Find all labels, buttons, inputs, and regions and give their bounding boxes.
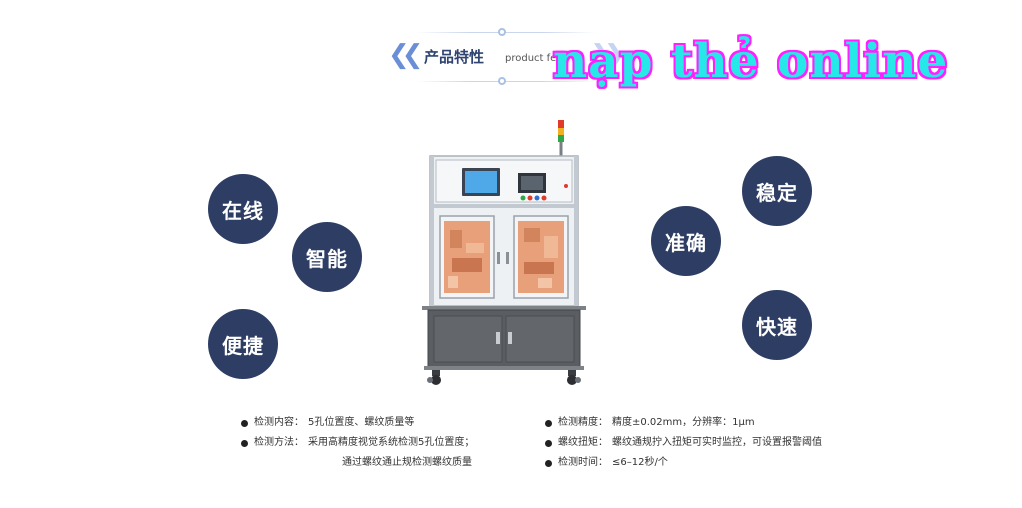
feature-online: 在线 — [208, 174, 278, 244]
bullet-icon — [545, 459, 552, 467]
spec-label: 螺纹扭矩： — [558, 437, 608, 448]
feature-stable: 稳定 — [742, 156, 812, 226]
spec-label: 检测精度： — [558, 417, 608, 428]
section-subtitle: product fea — [505, 53, 563, 64]
spec-item: 检测内容： 5孔位置度、螺纹质量等 — [241, 413, 531, 433]
bullet-icon — [545, 439, 552, 447]
spec-label: 检测时间： — [558, 457, 608, 468]
chevron-left-icon: ❮❮ — [388, 40, 423, 70]
spec-item: 螺纹扭矩： 螺纹通规拧入扭矩可实时监控，可设置报警阈值 — [545, 433, 845, 453]
section-title: 产品特性 — [424, 48, 485, 66]
feature-fast: 快速 — [742, 290, 812, 360]
feature-accurate: 准确 — [651, 206, 721, 276]
spec-item: 检测时间： ≤6–12秒/个 — [545, 453, 845, 473]
inspection-machine-image — [420, 118, 590, 388]
header-top-line — [416, 32, 596, 33]
spec-value-continuation: 通过螺纹通止规检测螺纹质量 — [342, 457, 472, 468]
spec-label: 检测内容： — [254, 417, 304, 428]
bullet-icon — [241, 419, 248, 427]
spec-label: 检测方法： — [254, 437, 304, 448]
spec-item: 检测方法： 采用高精度视觉系统检测5孔位置度； — [241, 433, 531, 453]
header-bottom-dot — [498, 77, 506, 85]
specs-right: 检测精度： 精度±0.02mm，分辨率：1μm 螺纹扭矩： 螺纹通规拧入扭矩可实… — [545, 413, 845, 473]
spec-value: ≤6–12秒/个 — [612, 457, 668, 468]
feature-smart: 智能 — [292, 222, 362, 292]
header-bottom-line — [416, 81, 596, 82]
spec-value: 采用高精度视觉系统检测5孔位置度； — [308, 437, 475, 448]
overlay-watermark-text: nạp thẻ online — [553, 34, 949, 89]
machine-illustration-icon — [422, 120, 586, 385]
spec-value: 精度±0.02mm，分辨率：1μm — [612, 417, 755, 428]
spec-value: 螺纹通规拧入扭矩可实时监控，可设置报警阈值 — [612, 437, 822, 448]
spec-item: 检测精度： 精度±0.02mm，分辨率：1μm — [545, 413, 845, 433]
specs-left: 检测内容： 5孔位置度、螺纹质量等 检测方法： 采用高精度视觉系统检测5孔位置度… — [241, 413, 531, 473]
bullet-icon — [545, 419, 552, 427]
feature-convenient: 便捷 — [208, 309, 278, 379]
bullet-icon — [241, 439, 248, 447]
header-top-dot — [498, 28, 506, 36]
spec-value: 5孔位置度、螺纹质量等 — [308, 417, 415, 428]
